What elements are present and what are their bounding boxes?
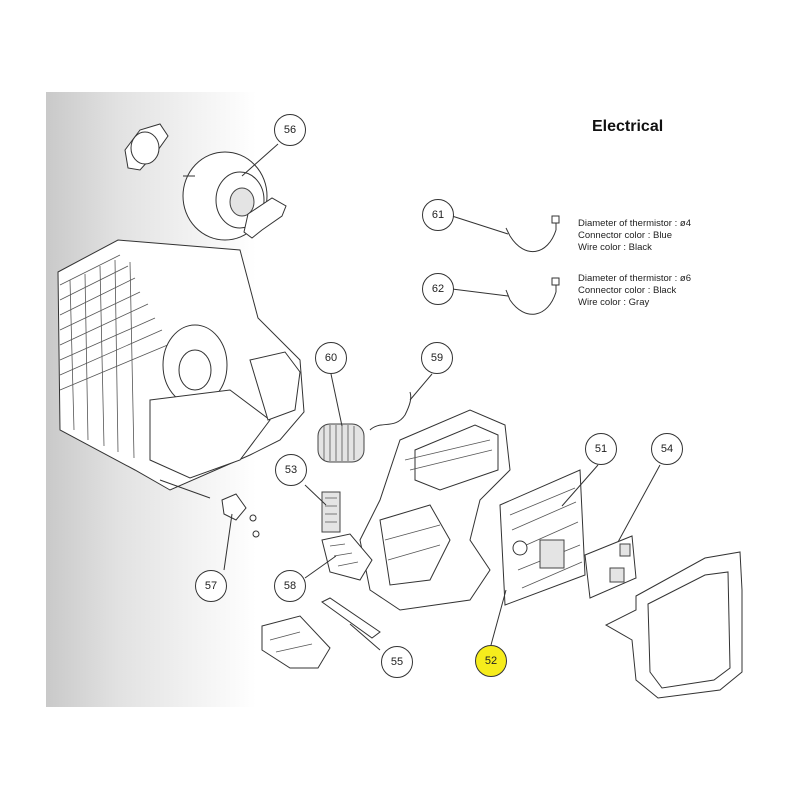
sensor-wire-59 <box>369 391 412 431</box>
fan-housing <box>57 239 305 499</box>
callout-52-highlighted[interactable]: 52 <box>475 645 507 677</box>
callout-56[interactable]: 56 <box>274 114 306 146</box>
spec-line: Wire color : Black <box>578 242 652 253</box>
callout-62[interactable]: 62 <box>422 273 454 305</box>
control-box <box>359 409 511 611</box>
callout-61[interactable]: 61 <box>422 199 454 231</box>
callout-53[interactable]: 53 <box>275 454 307 486</box>
spec-line: Connector color : Blue <box>578 230 672 241</box>
section-title: Electrical <box>592 118 664 135</box>
spec-line: Wire color : Gray <box>578 297 650 308</box>
sub-pcb-54 <box>584 535 637 599</box>
display-board-55 <box>261 597 381 669</box>
sensor-57 <box>221 493 260 538</box>
main-pcb-51 <box>499 469 586 606</box>
fan-motor <box>124 123 287 241</box>
leader-lines <box>223 143 661 651</box>
spec-line: Connector color : Black <box>578 285 677 296</box>
thermistor-62 <box>505 277 560 315</box>
terminal-53 <box>321 491 341 533</box>
thermistor-61 <box>505 215 560 253</box>
coil-60 <box>317 423 365 463</box>
callout-59[interactable]: 59 <box>421 342 453 374</box>
thermistor-61-spec: Diameter of thermistor : ø4 Connector co… <box>578 218 691 254</box>
spec-line: Diameter of thermistor : ø4 <box>578 218 691 229</box>
callout-51[interactable]: 51 <box>585 433 617 465</box>
callout-54[interactable]: 54 <box>651 433 683 465</box>
callout-55[interactable]: 55 <box>381 646 413 678</box>
thermistor-62-spec: Diameter of thermistor : ø6 Connector co… <box>578 273 691 309</box>
callout-58[interactable]: 58 <box>274 570 306 602</box>
callout-60[interactable]: 60 <box>315 342 347 374</box>
cover-plate <box>604 551 743 699</box>
connector-58 <box>321 533 373 581</box>
callout-57[interactable]: 57 <box>195 570 227 602</box>
spec-line: Diameter of thermistor : ø6 <box>578 273 691 284</box>
